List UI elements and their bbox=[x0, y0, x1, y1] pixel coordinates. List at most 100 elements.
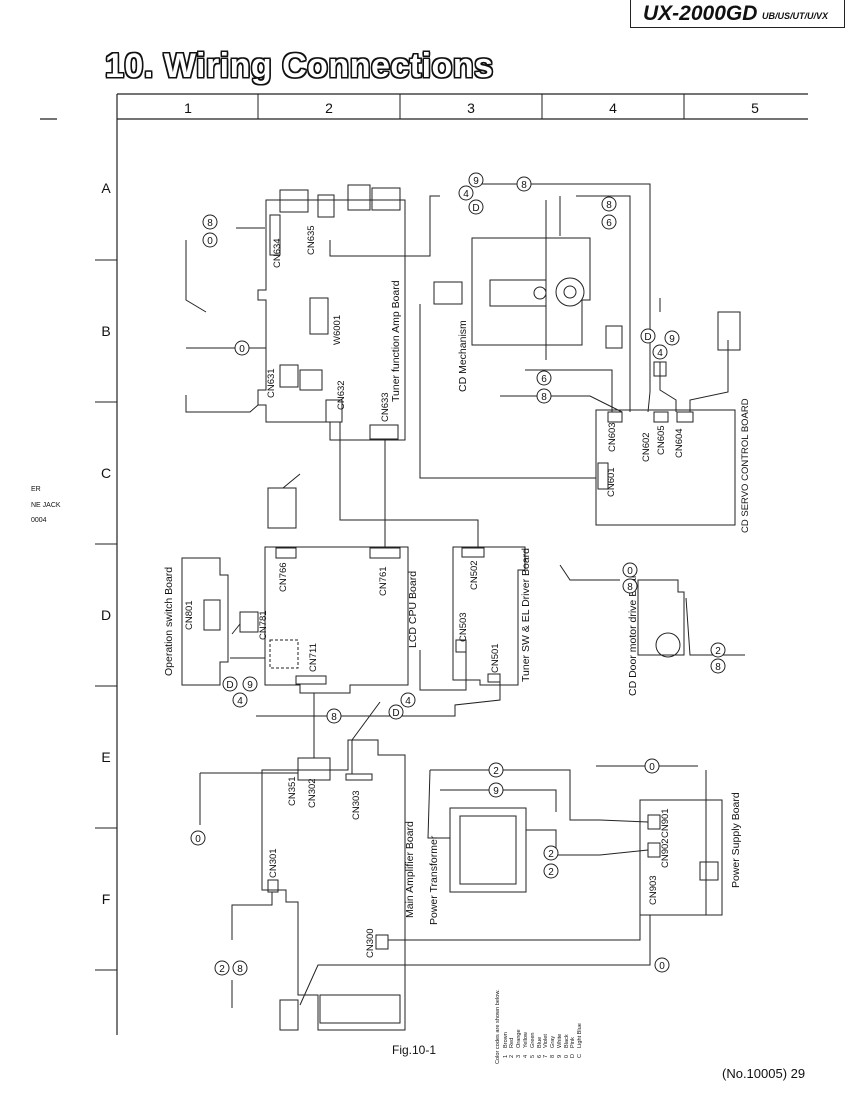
wire-code-marker: 2 bbox=[710, 642, 726, 658]
row-label-e: E bbox=[101, 749, 111, 765]
legend-item: 3 Orange bbox=[516, 989, 523, 1058]
side-fragment-1: ER bbox=[31, 486, 41, 493]
svg-text:D: D bbox=[472, 203, 479, 214]
legend-item: 0Black bbox=[563, 989, 571, 1058]
wire-code-marker: 0 bbox=[202, 232, 218, 248]
wire-code-marker: 8 bbox=[326, 708, 342, 724]
legend-code: 3 bbox=[516, 1054, 523, 1058]
legend-item: 1 Brown bbox=[502, 989, 510, 1058]
model-suffix: UB/US/UT/U/VX bbox=[762, 11, 829, 21]
wire-code-marker: 2 bbox=[214, 960, 230, 976]
wire-code-marker: 9 bbox=[468, 172, 484, 188]
wire-code-marker: 6 bbox=[601, 214, 617, 230]
legend-item: 4 Yellow bbox=[522, 989, 530, 1058]
svg-text:D: D bbox=[392, 708, 399, 719]
legend-item: 5Green bbox=[530, 989, 537, 1058]
main-amp-outline bbox=[261, 739, 406, 1031]
wire-code-marker: 8 bbox=[202, 214, 218, 230]
legend-code: 4 bbox=[522, 1054, 529, 1058]
legend-item: 6Blue bbox=[537, 989, 544, 1058]
legend-item: DPink bbox=[570, 989, 577, 1058]
legend-color: Black bbox=[563, 1034, 570, 1048]
legend-color: Violet bbox=[543, 1034, 550, 1048]
legend-code: 1 bbox=[502, 1054, 509, 1058]
legend-color: Red bbox=[509, 1037, 516, 1048]
tuner-sw-outline bbox=[452, 546, 526, 686]
svg-text:9: 9 bbox=[247, 680, 253, 691]
cd-door-outline bbox=[637, 579, 685, 656]
row-label-f: F bbox=[101, 891, 111, 907]
legend-item: 2Red bbox=[509, 989, 516, 1058]
legend-color: Light Blue bbox=[577, 1023, 584, 1048]
wire-code-marker: 8 bbox=[601, 196, 617, 212]
wire-code-marker: 0 bbox=[190, 830, 206, 846]
row-label-b: B bbox=[101, 323, 111, 339]
wire-code-marker: 9 bbox=[242, 676, 258, 692]
svg-text:8: 8 bbox=[606, 200, 612, 211]
lcd-cpu-outline bbox=[264, 546, 409, 694]
wire-code-marker: 2 bbox=[543, 845, 559, 861]
wire-code-marker: 9 bbox=[664, 330, 680, 346]
legend-code: 7 bbox=[543, 1054, 550, 1058]
wire-code-marker: 6 bbox=[536, 370, 552, 386]
legend-item: 9White bbox=[557, 989, 564, 1058]
legend-item: C Light Blue bbox=[577, 989, 584, 1058]
legend-heading: Color codes are shown below. bbox=[495, 989, 501, 1064]
wire-code-marker: 0 bbox=[622, 562, 638, 578]
legend-color: Brown bbox=[502, 1032, 509, 1048]
legend-code: 8 bbox=[550, 1054, 557, 1058]
wire-code-marker: 8 bbox=[536, 388, 552, 404]
svg-text:8: 8 bbox=[627, 582, 633, 593]
svg-text:2: 2 bbox=[548, 867, 554, 878]
svg-text:8: 8 bbox=[715, 662, 721, 673]
svg-text:8: 8 bbox=[541, 392, 547, 403]
operation-switch-outline bbox=[181, 557, 229, 686]
wire-code-marker: 8 bbox=[622, 578, 638, 594]
legend-color: Gray bbox=[550, 1035, 557, 1048]
svg-text:8: 8 bbox=[521, 180, 527, 191]
svg-text:0: 0 bbox=[659, 961, 665, 972]
wire-code-marker: 4 bbox=[232, 692, 248, 708]
wire-code-marker: D bbox=[222, 676, 238, 692]
column-label-1: 1 bbox=[184, 100, 192, 116]
legend-code: C bbox=[577, 1053, 584, 1058]
wire-code-marker: 4 bbox=[400, 692, 416, 708]
legend-color: Orange bbox=[516, 1029, 523, 1048]
svg-text:4: 4 bbox=[405, 696, 411, 707]
wire-code-marker: 9 bbox=[488, 782, 504, 798]
svg-text:4: 4 bbox=[657, 348, 663, 359]
figure-label: Fig.10-1 bbox=[392, 1043, 437, 1057]
svg-text:2: 2 bbox=[548, 849, 554, 860]
power-supply-outline bbox=[639, 799, 723, 916]
page-number: (No.10005) 29 bbox=[722, 1066, 806, 1081]
svg-text:9: 9 bbox=[493, 786, 499, 797]
wire-code-marker: 8 bbox=[232, 960, 248, 976]
wire-code-marker: 0 bbox=[654, 957, 670, 973]
side-fragment-3: 0004 bbox=[31, 517, 47, 524]
svg-text:2: 2 bbox=[219, 964, 225, 975]
svg-text:0: 0 bbox=[239, 344, 245, 355]
svg-text:D: D bbox=[226, 680, 233, 691]
svg-text:0: 0 bbox=[195, 834, 201, 845]
row-label-c: C bbox=[100, 465, 112, 481]
column-label-2: 2 bbox=[325, 100, 333, 116]
wire-code-marker: 2 bbox=[488, 762, 504, 778]
power-transformer-outline bbox=[449, 807, 527, 893]
legend-item: 8 Gray bbox=[550, 989, 557, 1058]
wire-code-marker: 8 bbox=[710, 658, 726, 674]
legend-color: Yellow bbox=[522, 1032, 529, 1048]
wire-code-marker: D bbox=[388, 704, 404, 720]
svg-text:2: 2 bbox=[715, 646, 721, 657]
column-label-5: 5 bbox=[751, 100, 759, 116]
model-box bbox=[630, 0, 845, 28]
svg-text:D: D bbox=[644, 332, 651, 343]
column-label-3: 3 bbox=[467, 100, 475, 116]
wire-code-marker: 8 bbox=[516, 176, 532, 192]
svg-text:6: 6 bbox=[541, 374, 547, 385]
svg-text:8: 8 bbox=[331, 712, 337, 723]
svg-text:9: 9 bbox=[473, 176, 479, 187]
